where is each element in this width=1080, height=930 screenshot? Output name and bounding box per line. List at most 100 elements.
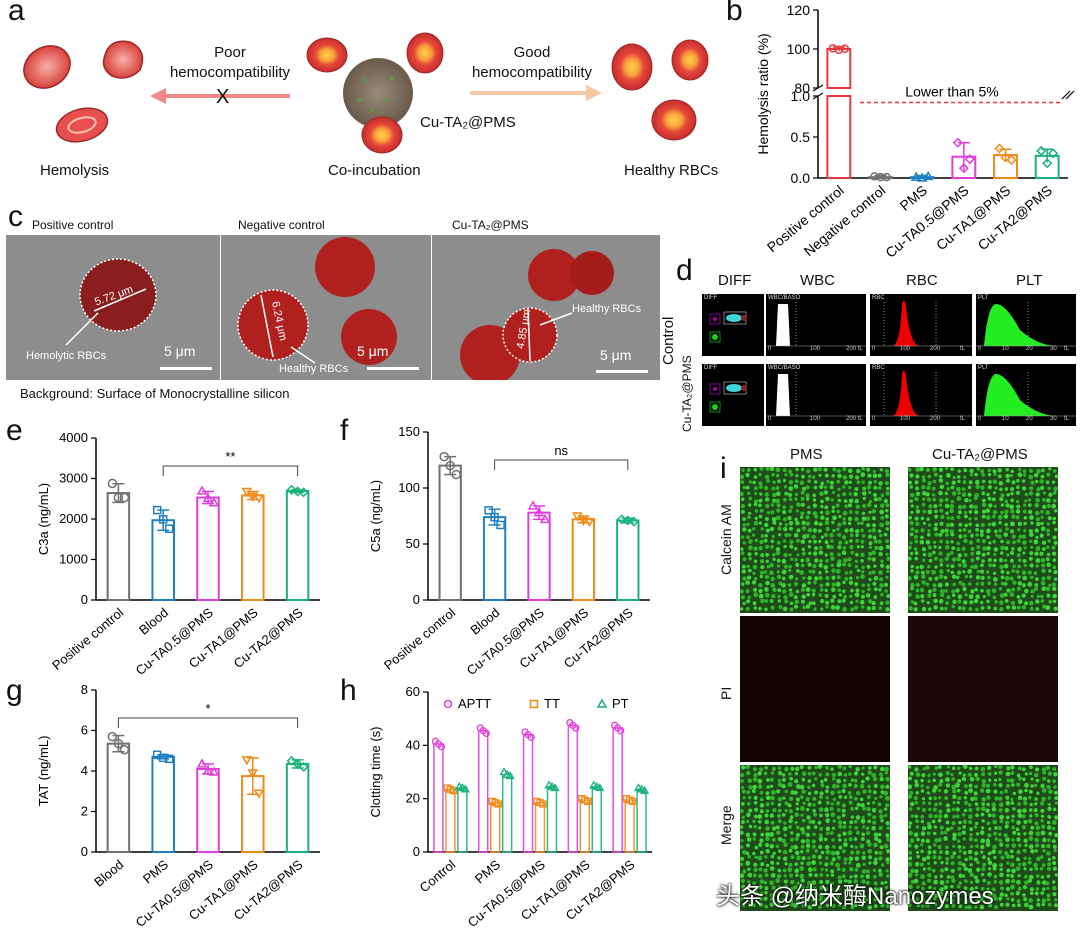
d-col-diff: DIFF (718, 272, 752, 289)
data-point (437, 743, 446, 751)
x-tick-label: Cu-TA0.5@PMS (465, 857, 548, 930)
data-point (1042, 158, 1053, 169)
y-tick-label: 0.5 (791, 129, 811, 145)
x-tick-label: Blood (91, 857, 126, 890)
i-row-pi: PI (718, 686, 734, 700)
y-tick-label: 50 (406, 536, 420, 551)
hemolysis-label: Hemolysis (40, 162, 110, 179)
bar (106, 742, 131, 853)
lysed-cell-1 (23, 45, 71, 89)
data-point (958, 163, 969, 174)
data-point (202, 492, 214, 503)
threshold-label: Lower than 5% (905, 84, 998, 100)
data-point (527, 500, 539, 510)
data-point (584, 517, 595, 528)
data-point (572, 724, 580, 732)
y-tick-label: 4 (81, 763, 88, 778)
axis-break-mark-right (1065, 90, 1075, 100)
y-tick-label: 0.0 (791, 170, 811, 186)
y-axis-label: C3a (ng/mL) (36, 483, 51, 555)
data-point (490, 512, 499, 522)
legend-label: APTT (458, 696, 491, 711)
y-tick-label: 0 (81, 592, 88, 607)
panel-label-c: c (8, 200, 23, 233)
panel-label-f: f (340, 414, 349, 447)
bar (522, 733, 534, 853)
bar (591, 785, 602, 853)
label-healthy-2: Healthy RBCs (572, 303, 642, 315)
y-axis-label: C5a (ng/mL) (368, 480, 383, 552)
data-point (622, 515, 633, 526)
data-point (113, 492, 124, 503)
bar (567, 724, 579, 853)
y-tick-label: 20 (406, 791, 420, 806)
panel-label-g: g (6, 674, 23, 707)
data-point (208, 766, 220, 776)
data-point (241, 756, 253, 766)
wbc-plot-cuta: WBC/BASO 0 100 200 fL (766, 364, 866, 426)
center-rbc-1 (306, 37, 348, 73)
y-tick-label: 6 (81, 723, 88, 738)
data-point (1006, 154, 1017, 166)
sem-title-3: Cu-TA₂@PMS (452, 218, 529, 232)
bar (285, 490, 310, 601)
micro-pms-merge (740, 765, 890, 911)
plt-plot-control: PLT 0 10 20 30 fL (976, 294, 1076, 356)
d-row-cuta: Cu-TA₂@PMS (680, 355, 694, 432)
data-point (196, 485, 208, 495)
data-point (445, 460, 455, 471)
d-col-wbc: WBC (800, 272, 835, 289)
d-row-control: Control (660, 316, 677, 365)
bar (196, 496, 220, 601)
significance-bracket (162, 465, 299, 476)
sem-title-1: Positive control (32, 218, 114, 232)
data-point (460, 784, 470, 793)
sem-background-note: Background: Surface of Monocrystalline s… (20, 386, 290, 401)
y-tick-label: 150 (398, 424, 420, 439)
significance-bracket (117, 717, 299, 728)
sem-title-2: Negative control (238, 218, 325, 232)
d-col-plt: PLT (1016, 272, 1043, 289)
healthy-label: Healthy RBCs (624, 162, 719, 179)
lysed-cell-3 (55, 107, 109, 143)
data-point (616, 727, 625, 735)
y-tick-label: 40 (406, 737, 420, 752)
bar (489, 801, 501, 853)
scale-2: 5 μm (357, 343, 389, 359)
bar (457, 787, 468, 853)
y-tick-label: 0 (81, 844, 88, 859)
data-point (107, 731, 118, 742)
coincubation-label: Co-incubation (328, 162, 421, 179)
x-tick-label: Positive control (381, 605, 458, 673)
diff-plot-control: DIFF (702, 294, 764, 356)
bar (478, 729, 489, 853)
significance-bracket (494, 459, 629, 470)
i-col-cuta: Cu-TA₂@PMS (932, 446, 1028, 463)
data-point (449, 787, 458, 795)
panel-label-h: h (340, 674, 357, 707)
rbc-plot-control: RBC 0 100 200 fL (870, 294, 972, 356)
data-point (533, 507, 545, 517)
data-point (292, 758, 303, 769)
data-point (158, 515, 168, 524)
micro-pms-calcein (740, 467, 890, 613)
y-tick-label: 60 (406, 684, 420, 699)
i-col-pms: PMS (790, 446, 823, 463)
sem-image-cuta: 4.85 μm Healthy RBCs 5 μm (432, 235, 660, 380)
bar (527, 511, 551, 601)
data-point (164, 754, 174, 764)
data-point (113, 738, 124, 749)
data-point (286, 755, 297, 766)
sem-image-positive: 5.72 μm Hemolytic RBCs 5 μm (6, 235, 220, 380)
bar (106, 492, 131, 601)
data-point (202, 765, 214, 775)
significance-label: ** (225, 449, 235, 464)
data-point (439, 451, 449, 462)
data-point (158, 753, 168, 763)
scale-1: 5 μm (164, 343, 196, 359)
data-point (494, 800, 502, 808)
x-tick-label: Cu-TA0.5@PMS (133, 605, 216, 678)
bar (612, 727, 623, 853)
data-point (527, 733, 535, 741)
y-axis-label: TAT (ng/mL) (36, 736, 51, 807)
